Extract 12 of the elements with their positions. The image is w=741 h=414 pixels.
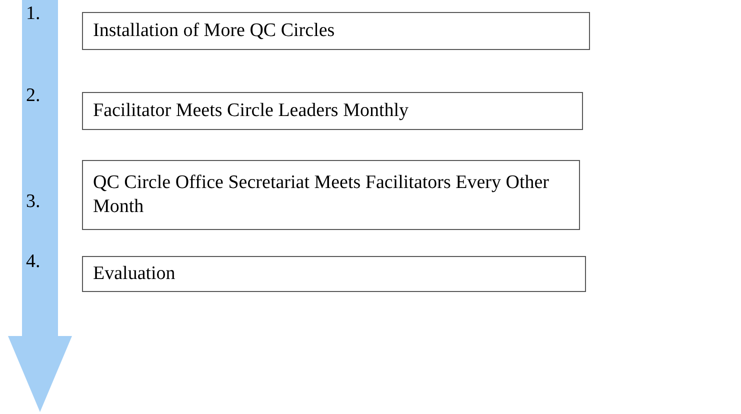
step-number: 2. [26,84,40,108]
step-text: Evaluation [93,262,176,286]
step-number: 1. [26,2,40,26]
step-box [82,92,583,130]
step-box [82,256,586,292]
step-box [82,12,590,50]
step-text: QC Circle Office Secretariat Meets Facilitators Every Other Month [93,171,550,219]
step-text: Facilitator Meets Circle Leaders Monthly [93,99,409,123]
step-box [82,160,580,230]
step-text: Installation of More QC Circles [93,19,335,43]
step-number: 3. [26,190,40,214]
step-number: 4. [26,250,40,274]
